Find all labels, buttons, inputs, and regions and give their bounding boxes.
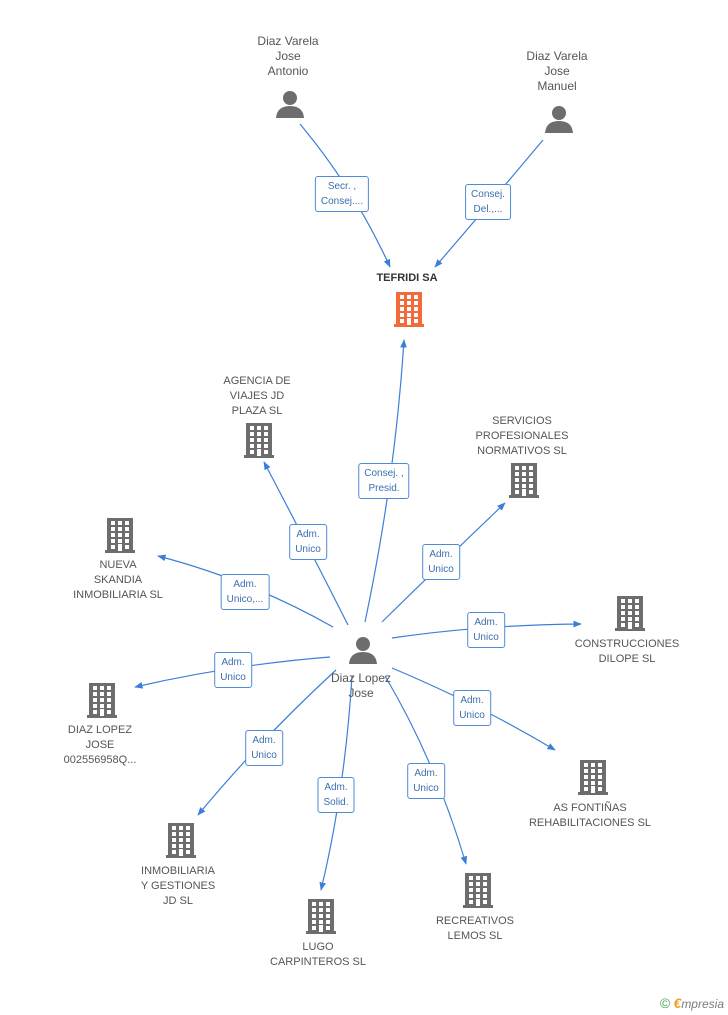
person-icon-p_lopez[interactable] <box>349 637 377 664</box>
company-icon-inmobiliaria[interactable] <box>166 823 196 858</box>
edge-label-fontinas[interactable]: Adm. Unico <box>453 690 491 726</box>
edge-label-servicios[interactable]: Adm. Unico <box>422 544 460 580</box>
node-label-inmobiliaria[interactable]: INMOBILIARIA Y GESTIONES JD SL <box>140 865 216 907</box>
node-label-construcciones[interactable]: CONSTRUCCIONES DILOPE SL <box>574 638 680 665</box>
edge-label-dlj[interactable]: Adm. Unico <box>214 652 252 688</box>
company-icon-agencia[interactable] <box>244 423 274 458</box>
edge-label-construcciones[interactable]: Adm. Unico <box>467 612 505 648</box>
company-icon-nueva[interactable] <box>105 518 135 553</box>
company-icon-fontinas[interactable] <box>578 760 608 795</box>
edge-label-lugo[interactable]: Adm. Solid. <box>317 777 355 813</box>
company-icon-construcciones[interactable] <box>615 596 645 631</box>
node-label-lugo[interactable]: LUGO CARPINTEROS SL <box>270 941 366 968</box>
node-label-p_manuel[interactable]: Diaz Varela Jose Manuel <box>526 49 588 93</box>
edge-label-recreativos[interactable]: Adm. Unico <box>407 763 445 799</box>
edge-label-nueva[interactable]: Adm. Unico,... <box>220 574 270 610</box>
edge-label-agencia[interactable]: Adm. Unico <box>289 524 327 560</box>
main-company-icon[interactable] <box>394 292 424 327</box>
brand-e-letter: € <box>673 995 682 1011</box>
node-label-dlj[interactable]: DIAZ LOPEZ JOSE 002556958Q... <box>63 724 137 766</box>
person-icon-p_antonio[interactable] <box>276 91 304 118</box>
brand-name: mpresia <box>681 997 724 1011</box>
company-icon-recreativos[interactable] <box>463 873 493 908</box>
company-icon-lugo[interactable] <box>306 899 336 934</box>
edge-label-inmobiliaria[interactable]: Adm. Unico <box>245 730 283 766</box>
node-label-p_antonio[interactable]: Diaz Varela Jose Antonio <box>257 34 319 78</box>
node-label-servicios[interactable]: SERVICIOS PROFESIONALES NORMATIVOS SL <box>475 415 569 457</box>
company-icon-dlj[interactable] <box>87 683 117 718</box>
node-label-fontinas[interactable]: AS FONTIÑAS REHABILITACIONES SL <box>528 802 652 829</box>
copyright-symbol: © <box>659 995 671 1011</box>
brand-logo: © €mpresia <box>660 995 724 1011</box>
edge-label-tefridi[interactable]: Consej. Del.,... <box>465 184 511 220</box>
edge-label-tefridi[interactable]: Consej. , Presid. <box>358 463 410 499</box>
edge-label-tefridi[interactable]: Secr. , Consej.... <box>314 176 370 212</box>
node-label-p_lopez[interactable]: Diaz Lopez Jose <box>330 671 392 700</box>
node-label-nueva[interactable]: NUEVA SKANDIA INMOBILIARIA SL <box>73 559 163 601</box>
company-icon-servicios[interactable] <box>509 463 539 498</box>
edges-layer <box>134 123 582 891</box>
icons-layer <box>87 91 645 934</box>
node-label-recreativos[interactable]: RECREATIVOS LEMOS SL <box>435 915 515 942</box>
person-icon-p_manuel[interactable] <box>545 106 573 133</box>
node-label-agencia[interactable]: AGENCIA DE VIAJES JD PLAZA SL <box>223 375 291 417</box>
node-label-tefridi[interactable]: TEFRIDI SA <box>376 272 438 284</box>
